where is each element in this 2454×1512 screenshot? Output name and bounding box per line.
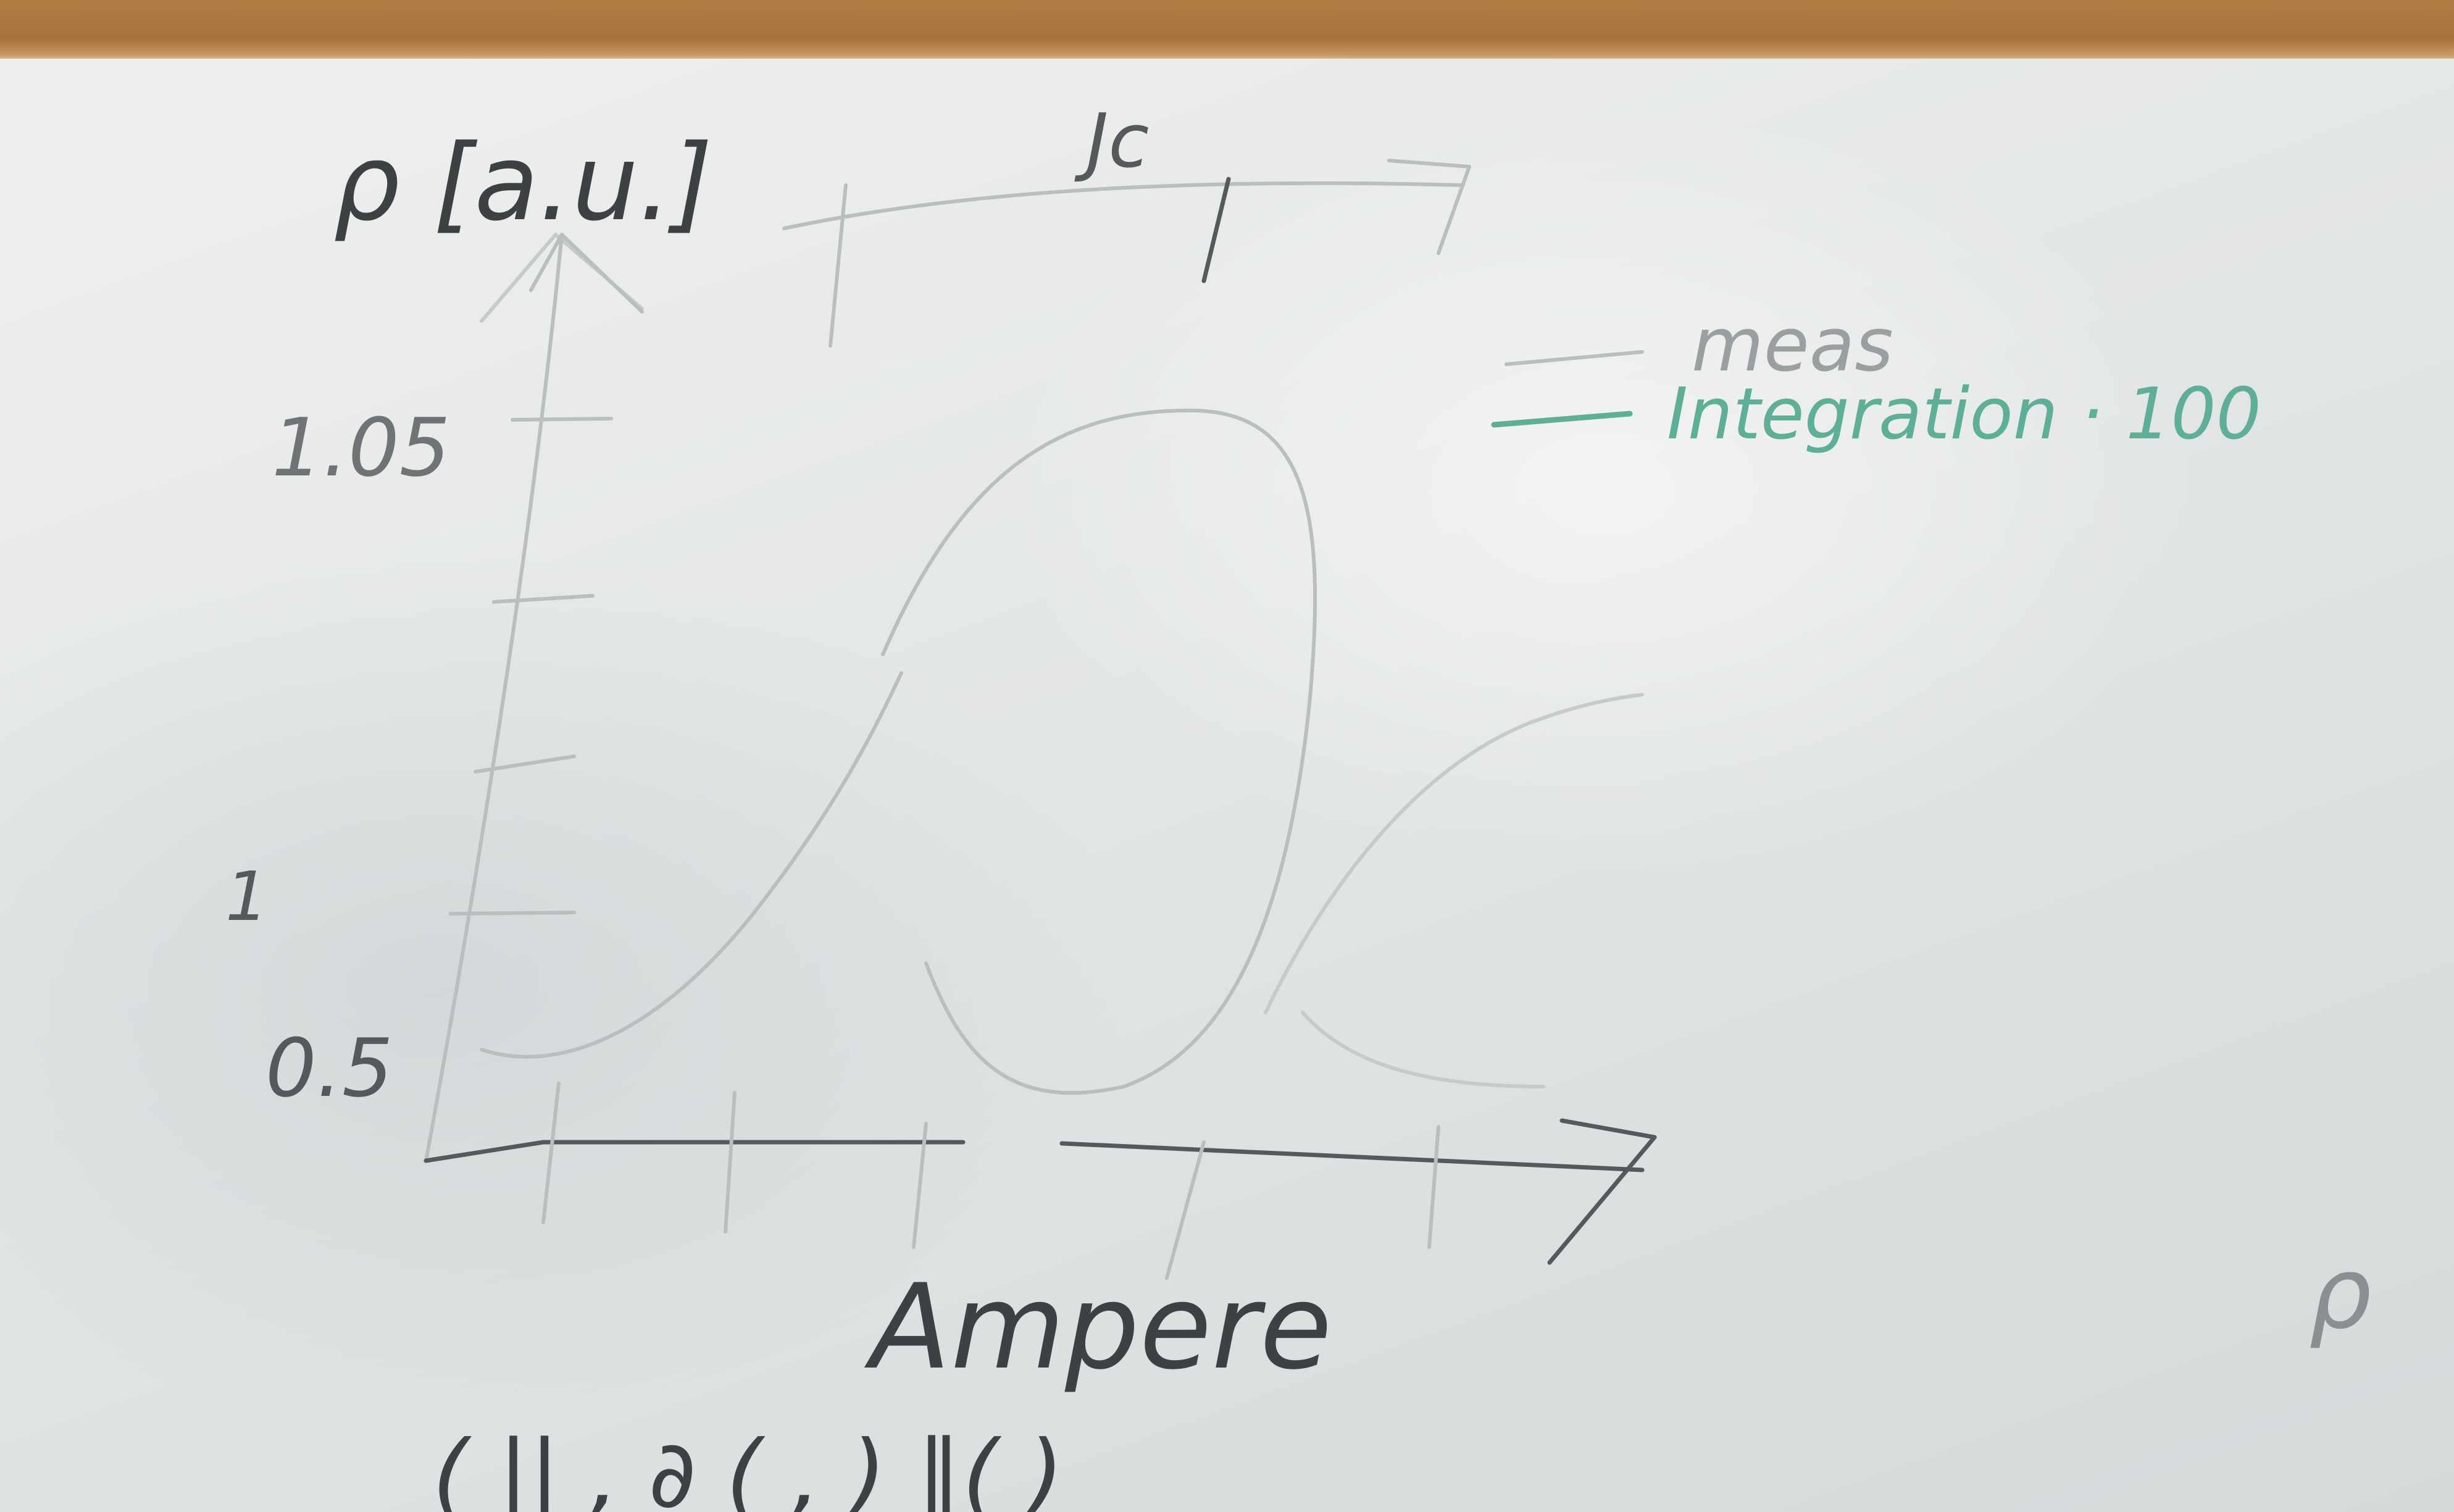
x-tick-1 [541,1082,561,1224]
x-axis-arrow [1547,1118,1657,1265]
y-axis-line [424,233,564,1163]
y-axis-arrow [529,233,644,314]
x-tick-4 [1165,1140,1206,1280]
y-tick-1 [511,417,613,422]
erased-curve-bell [881,408,1317,1095]
x-tick-3 [912,1122,928,1249]
measurement-curve [480,671,903,1059]
margin-mark: ρ [2309,1235,2372,1351]
erased-curve-right [1301,1011,1545,1088]
whiteboard-surface [0,59,2454,1512]
y-tick-2 [492,594,595,604]
y-tick-4 [449,911,576,916]
legend-label-meas: meas [1692,303,1893,388]
y-tick-label-2: 1 [225,857,269,936]
x-axis-label: Ampere [864,1259,1332,1395]
erased-curve-tail [1264,693,1644,1014]
y-tick-label-3: 0.5 [265,1021,393,1115]
x-tick-2 [724,1091,737,1234]
bottom-writing-fragment: ( || , ∂ ( , ) ∥( ) [432,1421,1064,1512]
top-axis-tick-2 [1201,177,1231,283]
legend-swatch-integration [1491,411,1633,428]
y-tick-3 [474,754,576,774]
x-axis-line [424,1140,1645,1172]
legend-swatch-meas [1505,350,1644,366]
legend-label-integration: Integration · 100 [1667,373,2261,456]
board-frame [0,0,2454,65]
y-axis-label: ρ [a.u.] [333,122,713,244]
top-axis-label: Jc [1074,99,1149,185]
x-tick-5 [1427,1125,1440,1249]
y-tick-label-1: 1.05 [272,401,450,495]
top-axis-line [782,181,1465,230]
top-axis-arrow [1387,159,1471,255]
top-axis-tick-1 [828,183,848,348]
